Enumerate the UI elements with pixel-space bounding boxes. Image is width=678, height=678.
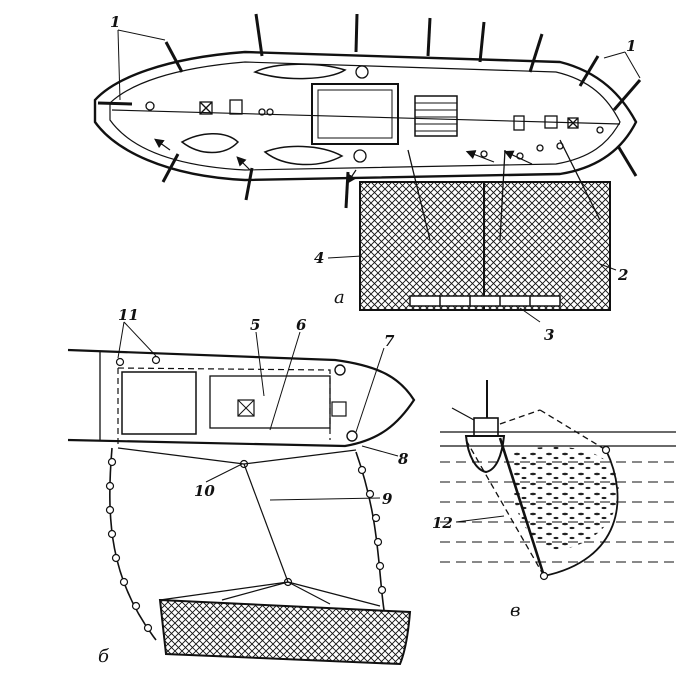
panel-label-b: б [98,646,110,667]
label-10: 10 [194,482,215,500]
purse-net-curve [543,449,619,577]
deck-boat-3 [263,145,344,166]
label-5: 5 [250,316,260,334]
label-1-left: 1 [110,13,120,31]
hatch [414,95,458,137]
label-11: 11 [118,306,139,324]
label-9: 9 [382,490,393,508]
deckhouse [311,83,399,145]
net-bag [158,598,412,666]
callout-labels: 1 1 2 3 4 5 6 7 8 9 10 11 12 а б в [98,13,636,667]
label-3: 3 [544,326,554,344]
label-2: 2 [617,266,628,284]
deck-boat-1 [253,63,347,80]
label-8: 8 [398,450,409,468]
oars-group [97,13,642,209]
hull-side [67,348,416,448]
label-7: 7 [384,332,395,350]
label-4: 4 [314,249,324,267]
float-beads [105,355,387,633]
net-curtain-right [355,451,385,611]
deck-boat-2 [180,133,240,154]
fish-school [511,446,619,550]
panel-a-vessel-plan [93,13,642,323]
label-12: 12 [432,514,453,532]
net-curtain-left [109,447,157,641]
panel-label-v: в [510,600,520,621]
label-1-right: 1 [626,37,636,55]
panel-v-cross-section [440,380,676,581]
vessel-section [464,435,506,474]
deck-fittings [145,65,604,163]
panel-label-a: а [334,287,345,308]
panel-b-side-view [67,321,416,666]
label-6: 6 [296,316,307,334]
float-line [409,295,561,307]
